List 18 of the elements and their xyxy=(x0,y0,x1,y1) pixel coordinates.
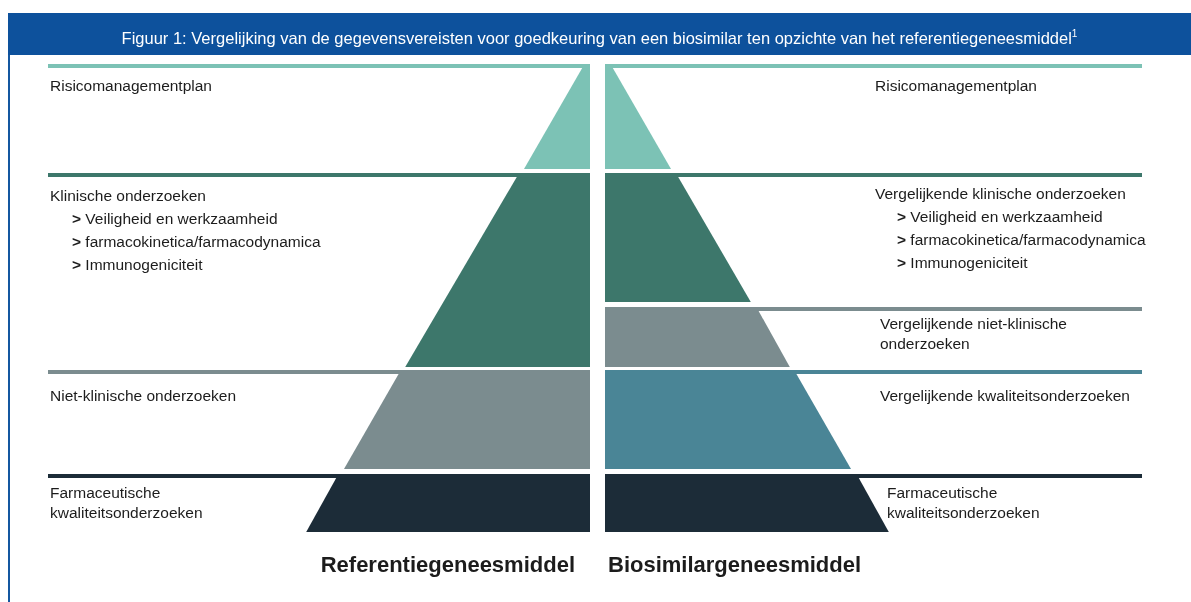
bullet-item: > Veiligheid en werkzaamheid xyxy=(71,209,279,229)
layer-title: Vergelijkende kwaliteitsonderzoeken xyxy=(880,386,1130,406)
layer-title: Vergelijkende klinische onderzoeken xyxy=(875,184,1127,204)
bullet-item: > farmacokinetica/farmacodynamica xyxy=(71,232,321,252)
bullet-item: > Immunogeniciteit xyxy=(71,255,204,275)
layer-title: Farmaceutische kwaliteitsonderzoeken xyxy=(50,483,204,523)
layer-title: Risicomanagementplan xyxy=(875,76,1037,96)
bullet-item: > Immunogeniciteit xyxy=(896,253,1029,273)
figure-title: Figuur 1: Vergelijking van de gegevensvereisten voor goedkeuring van een biosimilar ten opzichte van het referentiegeneesmiddel$^{1}$ xyxy=(8,13,1191,55)
pyramid-caption: Referentiegeneesmiddel xyxy=(320,552,575,578)
bullet-item: > Veiligheid en werkzaamheid xyxy=(896,207,1104,227)
pyramid-caption: Biosimilargeneesmiddel xyxy=(608,552,862,578)
layer-title: Risicomanagementplan xyxy=(50,76,212,96)
layer-title: Klinische onderzoeken xyxy=(50,186,207,206)
layer-title: Farmaceutische kwaliteitsonderzoeken xyxy=(887,483,1041,523)
layer-title: Vergelijkende niet-klinische onderzoeken xyxy=(880,314,1068,354)
layer-title: Niet-klinische onderzoeken xyxy=(50,386,237,406)
bullet-item: > farmacokinetica/farmacodynamica xyxy=(896,230,1146,250)
